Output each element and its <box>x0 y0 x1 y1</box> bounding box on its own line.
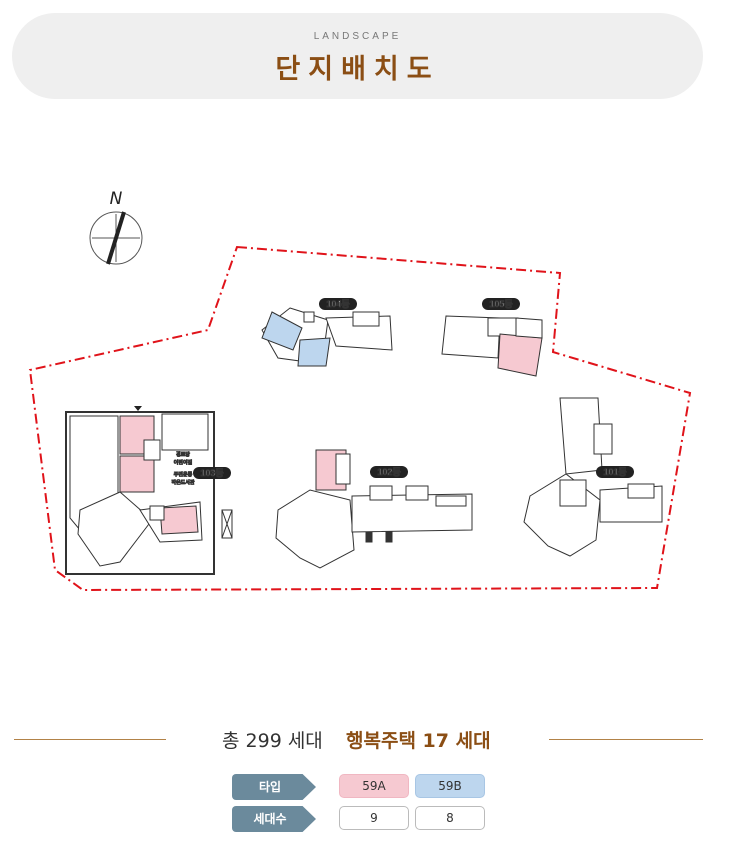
building-103: 103동 경로당 어린이집 주민운동 작은도서관 <box>65 406 233 575</box>
label-101: 101동 <box>603 467 626 477</box>
divider-left <box>14 739 166 740</box>
household-summary: 총 299 세대 행복주택 17 세대 <box>0 724 731 756</box>
facility-label-4: 작은도서관 <box>171 479 194 486</box>
building-102: 102동 <box>275 449 473 569</box>
label-105: 105동 <box>489 299 512 309</box>
building-101: 101동 <box>523 397 663 557</box>
page-header: LANDSCAPE 단지배치도 <box>12 13 703 99</box>
divider-right <box>549 739 703 740</box>
facility-label-2: 어린이집 <box>174 459 192 466</box>
total-households: 총 299 세대 <box>222 730 323 752</box>
label-104: 104동 <box>326 299 349 309</box>
site-boundary <box>28 245 692 592</box>
facility-label-1: 경로당 <box>176 451 190 458</box>
label-102: 102동 <box>377 467 400 477</box>
building-105: 105동 <box>441 298 543 377</box>
happy-housing-households: 행복주택 17 세대 <box>346 730 491 752</box>
type-row-label: 타입 <box>232 774 316 800</box>
compass-icon: N <box>89 189 143 265</box>
count-59b-cell: 8 <box>415 806 485 830</box>
type-59a-cell: 59A <box>339 774 409 798</box>
label-103: 103동 <box>200 468 223 478</box>
facility-label-3: 주민운동 <box>174 471 193 478</box>
count-59a-cell: 9 <box>339 806 409 830</box>
site-plan: N 104동 105동 103동 경로당 어린 <box>28 189 692 592</box>
building-104: 104동 <box>261 298 393 367</box>
type-59b-cell: 59B <box>415 774 485 798</box>
compass-label: N <box>110 189 123 209</box>
header-title: 단지배치도 <box>275 54 440 85</box>
count-row-label: 세대수 <box>232 806 316 832</box>
header-eng-title: LANDSCAPE <box>313 31 402 42</box>
